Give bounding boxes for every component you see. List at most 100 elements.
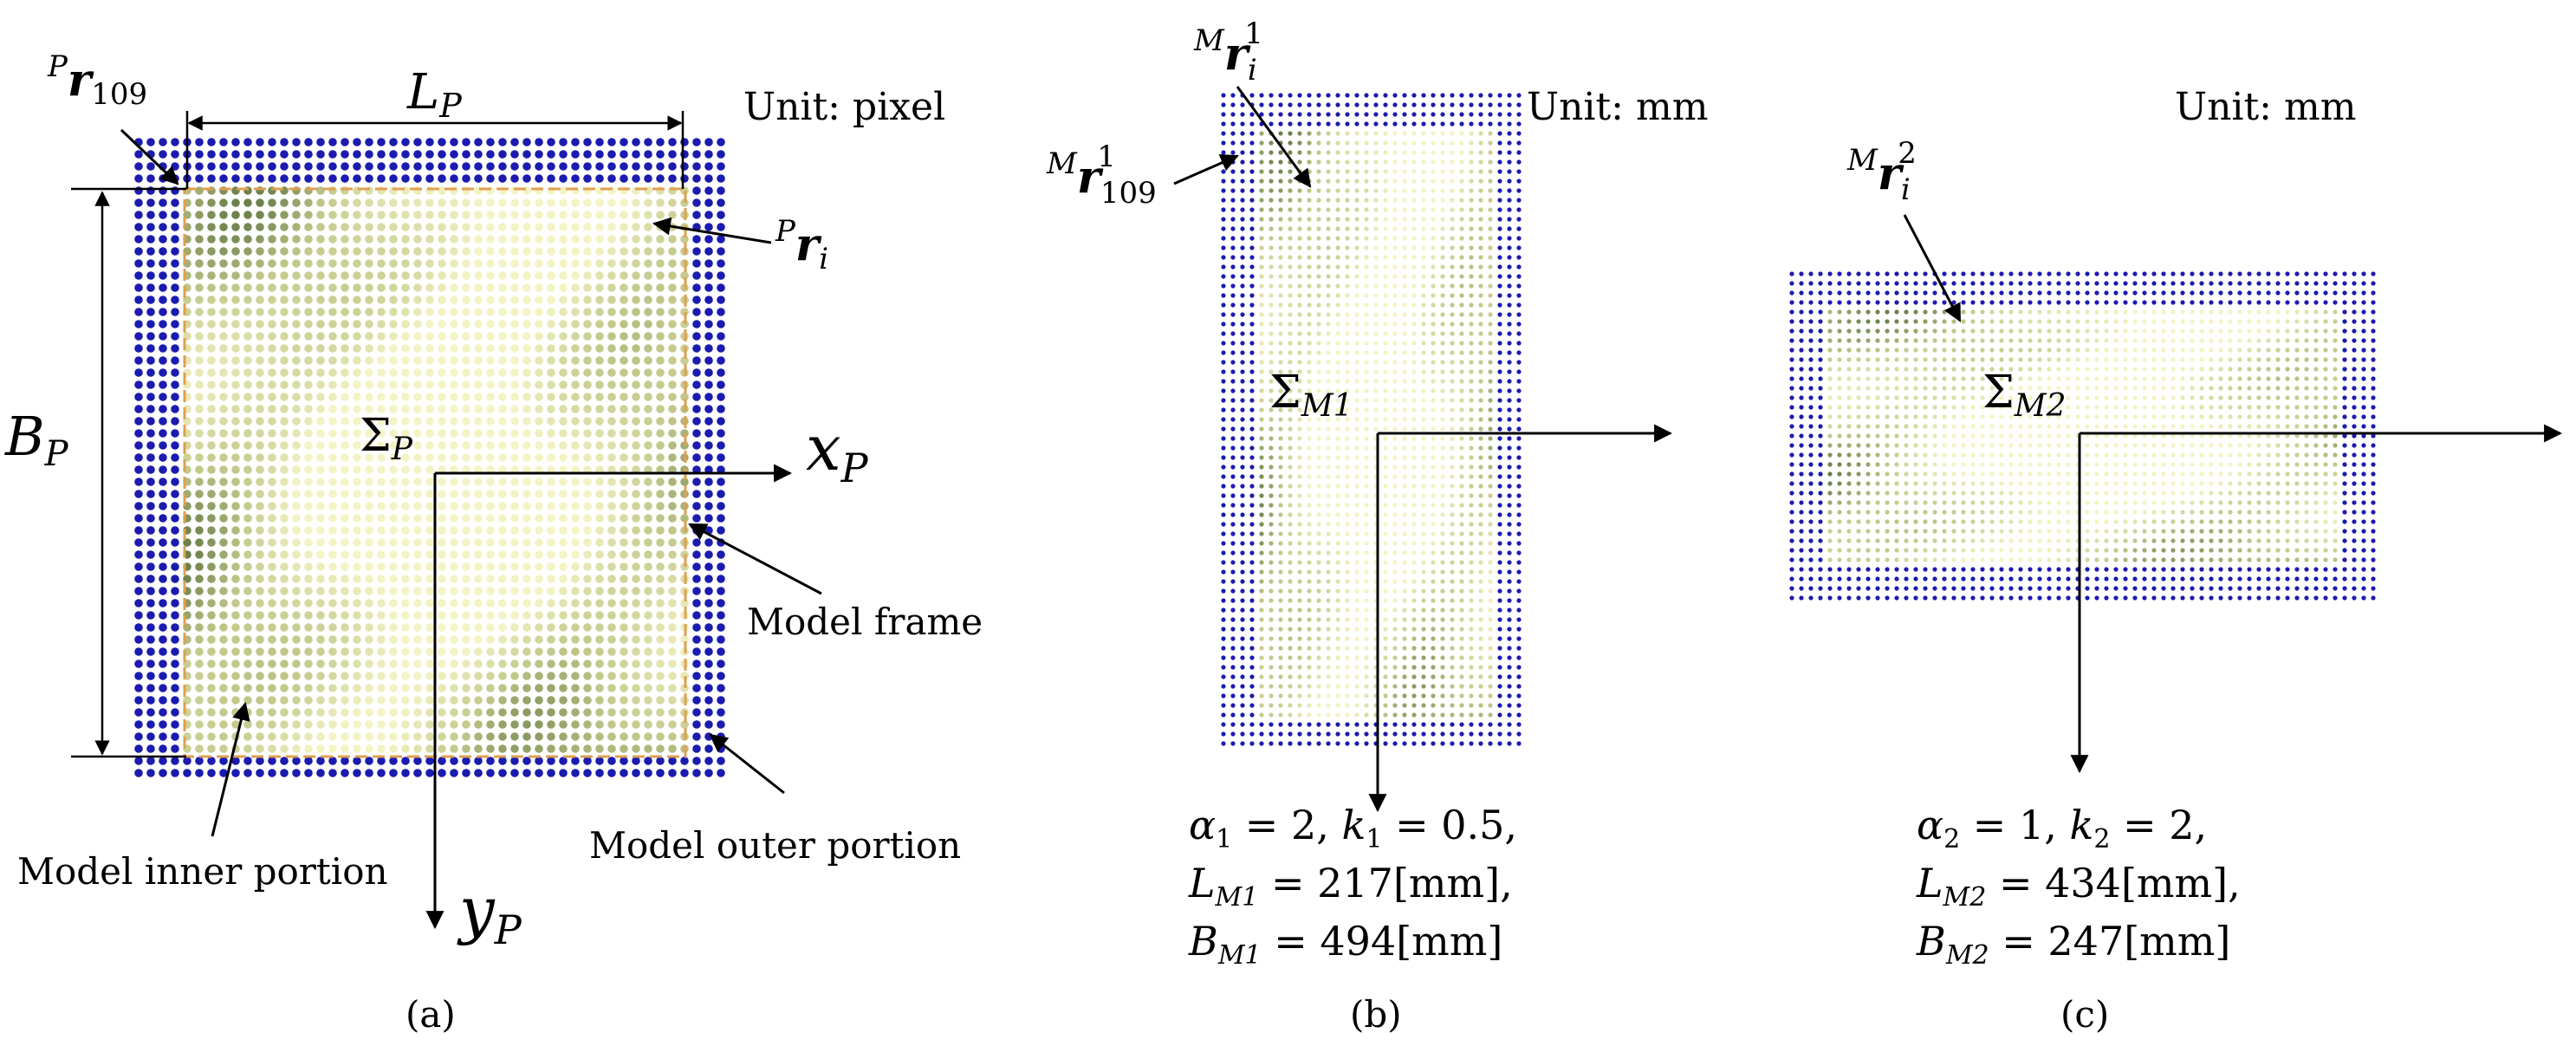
grid-dot bbox=[1259, 646, 1264, 651]
grid-dot bbox=[1411, 255, 1417, 260]
grid-dot bbox=[1516, 712, 1522, 718]
grid-dot bbox=[438, 405, 446, 413]
grid-dot bbox=[692, 575, 701, 583]
grid-dot bbox=[1354, 646, 1359, 651]
grid-dot bbox=[1497, 93, 1502, 98]
grid-dot bbox=[1259, 398, 1264, 403]
grid-dot bbox=[1392, 112, 1398, 117]
grid-dot bbox=[316, 441, 325, 450]
grid-dot bbox=[595, 138, 604, 146]
grid-dot bbox=[583, 465, 592, 474]
grid-dot bbox=[389, 259, 398, 268]
grid-dot bbox=[1230, 398, 1236, 403]
grid-dot bbox=[159, 259, 167, 268]
grid-dot bbox=[1335, 607, 1340, 613]
grid-dot bbox=[1354, 417, 1359, 422]
grid-dot bbox=[1297, 617, 1302, 622]
grid-dot bbox=[1440, 140, 1445, 146]
grid-dot bbox=[1364, 112, 1369, 117]
grid-dot bbox=[1278, 312, 1283, 317]
grid-dot bbox=[1411, 703, 1417, 708]
grid-dot bbox=[620, 332, 628, 341]
grid-dot bbox=[1221, 493, 1226, 498]
grid-dot bbox=[668, 356, 677, 365]
grid-dot bbox=[1307, 293, 1312, 298]
grid-dot bbox=[450, 672, 458, 680]
grid-dot bbox=[1364, 121, 1369, 127]
grid-dot bbox=[1316, 312, 1321, 317]
grid-dot bbox=[656, 720, 665, 729]
grid-dot bbox=[595, 478, 604, 486]
grid-dot bbox=[1478, 607, 1483, 613]
grid-dot bbox=[559, 296, 568, 304]
grid-dot bbox=[389, 174, 398, 183]
grid-dot bbox=[522, 672, 531, 680]
grid-dot bbox=[1497, 407, 1502, 413]
grid-dot bbox=[1307, 646, 1312, 651]
grid-dot bbox=[1488, 598, 1493, 603]
grid-dot bbox=[1335, 703, 1340, 708]
grid-dot bbox=[365, 344, 373, 353]
grid-dot bbox=[2066, 271, 2071, 276]
grid-dot bbox=[328, 198, 337, 207]
grid-dot bbox=[1230, 302, 1236, 308]
grid-dot bbox=[522, 647, 531, 656]
grid-dot bbox=[1297, 665, 1302, 670]
grid-dot bbox=[438, 223, 446, 231]
grid-dot bbox=[1221, 560, 1226, 565]
grid-dot bbox=[1383, 579, 1388, 584]
grid-dot bbox=[1450, 179, 1455, 184]
grid-dot bbox=[231, 526, 240, 535]
grid-dot bbox=[1411, 636, 1417, 641]
grid-dot bbox=[341, 441, 349, 450]
grid-dot bbox=[1459, 731, 1464, 737]
grid-dot bbox=[1402, 264, 1407, 270]
grid-dot bbox=[353, 356, 361, 365]
grid-dot bbox=[1459, 140, 1464, 146]
grid-dot bbox=[1459, 512, 1464, 517]
grid-dot bbox=[328, 562, 337, 571]
grid-dot bbox=[425, 368, 434, 377]
grid-dot bbox=[571, 635, 580, 644]
grid-dot bbox=[1316, 236, 1321, 241]
grid-dot bbox=[1411, 93, 1417, 98]
grid-dot bbox=[1269, 512, 1274, 517]
grid-dot bbox=[207, 478, 216, 486]
grid-dot bbox=[1459, 264, 1464, 270]
grid-dot bbox=[1307, 140, 1312, 146]
grid-dot bbox=[438, 368, 446, 377]
grid-dot bbox=[1411, 417, 1417, 422]
grid-dot bbox=[219, 259, 228, 268]
grid-dot bbox=[498, 659, 507, 668]
grid-dot bbox=[2161, 281, 2166, 286]
grid-dot bbox=[256, 744, 264, 753]
grid-dot bbox=[450, 235, 458, 244]
grid-dot bbox=[219, 757, 228, 765]
grid-dot bbox=[1808, 290, 1814, 296]
grid-dot bbox=[607, 453, 616, 462]
grid-dot bbox=[1469, 331, 1474, 336]
grid-dot bbox=[1516, 465, 1522, 470]
grid-dot bbox=[1278, 302, 1283, 308]
grid-dot bbox=[1230, 112, 1236, 117]
grid-dot bbox=[450, 198, 458, 207]
grid-dot bbox=[656, 198, 665, 207]
grid-dot bbox=[353, 696, 361, 705]
grid-dot bbox=[1507, 140, 1512, 146]
grid-dot bbox=[1450, 350, 1455, 355]
grid-dot bbox=[425, 429, 434, 438]
grid-dot bbox=[1297, 198, 1302, 203]
grid-dot bbox=[292, 441, 301, 450]
grid-dot bbox=[1278, 531, 1283, 536]
grid-dot bbox=[1221, 350, 1226, 355]
grid-dot bbox=[159, 769, 167, 777]
grid-dot bbox=[1392, 445, 1398, 451]
grid-dot bbox=[171, 659, 179, 668]
grid-dot bbox=[304, 769, 313, 777]
grid-dot bbox=[341, 405, 349, 413]
grid-dot bbox=[1411, 274, 1417, 279]
grid-dot bbox=[692, 465, 701, 474]
grid-dot bbox=[1269, 484, 1274, 489]
grid-dot bbox=[1497, 712, 1502, 718]
grid-dot bbox=[171, 283, 179, 292]
